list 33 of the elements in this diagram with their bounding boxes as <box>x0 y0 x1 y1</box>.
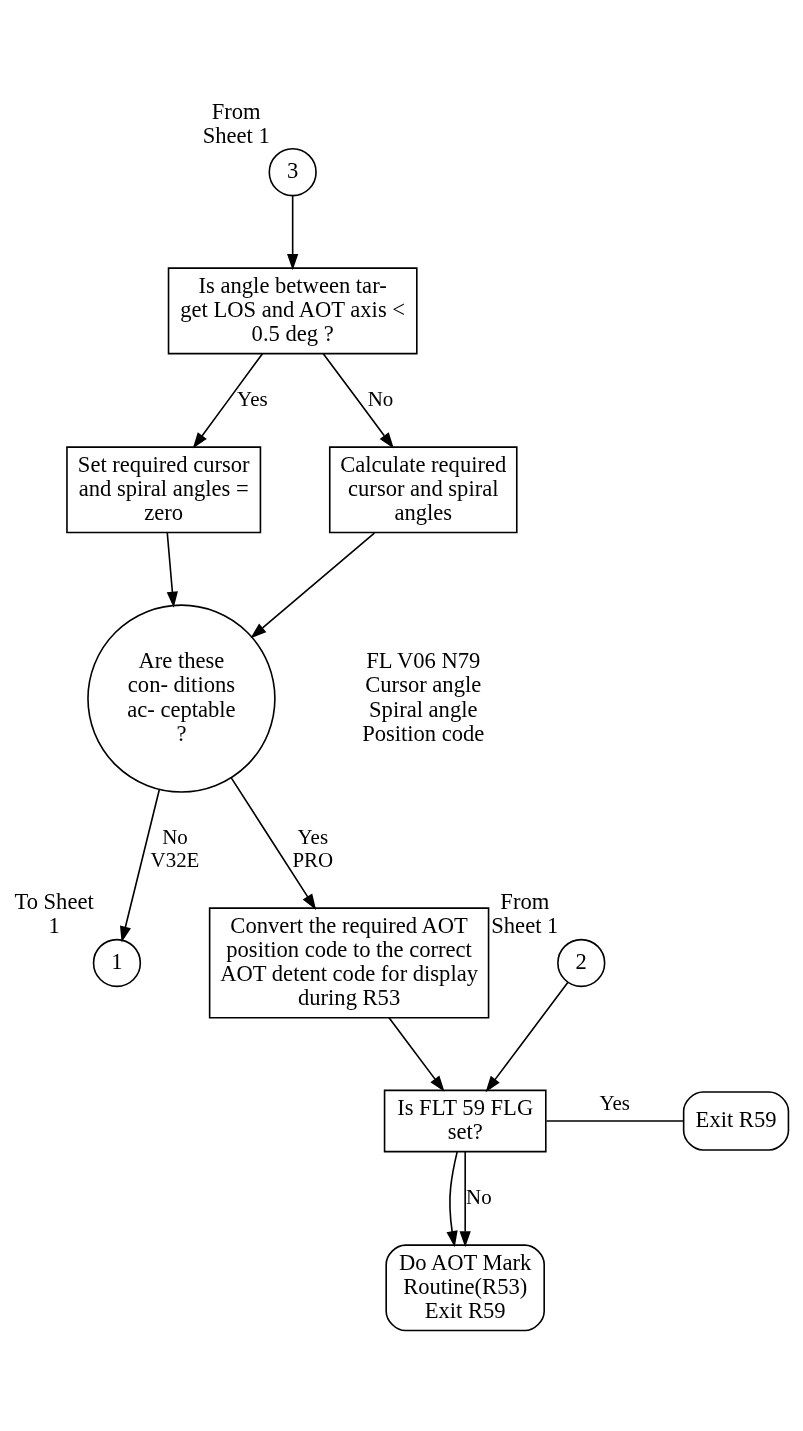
node-label: From Sheet 1 <box>202 98 270 148</box>
node-box: Set required cursor and spiral angles = zero <box>66 446 262 534</box>
node-box: Convert the required AOT position code to the correct AOT detent code for display during R53 <box>208 907 490 1019</box>
arrow <box>230 777 317 911</box>
node-box: Calculate required cursor and spiral angles <box>328 446 518 534</box>
arrow <box>485 981 569 1093</box>
node-box: Is FLT 59 FLG set? <box>383 1089 547 1153</box>
node-label: From Sheet 1 <box>491 889 559 939</box>
arrow <box>322 352 394 449</box>
node-circle: 3 <box>268 148 317 197</box>
node-circle: Are these con- ditions ac- ceptable ? <box>87 604 276 793</box>
arrow <box>388 1017 445 1092</box>
arrow <box>446 1151 458 1248</box>
edge-label: Yes <box>237 386 268 411</box>
edge-label: Yes PRO <box>292 825 334 872</box>
node-circle: 2 <box>557 938 606 988</box>
node-box: Exit R59 <box>682 1091 790 1151</box>
arrow <box>166 532 178 608</box>
edge-label: No <box>466 1184 492 1209</box>
node-label: To Sheet 1 <box>14 889 94 939</box>
label: FL V06 N79 Cursor angle Spiral angle Position code <box>362 648 485 746</box>
arrow <box>120 789 161 943</box>
arrow <box>192 352 264 449</box>
node-circle: 1 <box>92 938 142 988</box>
edge-label: No <box>367 386 394 411</box>
node-box: Do AOT Mark Routine(R53) Exit R59 <box>385 1244 545 1332</box>
arrow <box>250 532 376 639</box>
edge-label: Yes <box>599 1091 630 1116</box>
arrow <box>459 1151 471 1248</box>
edge-label: No V32E <box>150 825 200 872</box>
node-box: Is angle between tar- get LOS and AOT axis < 0.5 deg ? <box>167 267 418 355</box>
arrow <box>287 195 299 271</box>
connector <box>545 1120 685 1122</box>
